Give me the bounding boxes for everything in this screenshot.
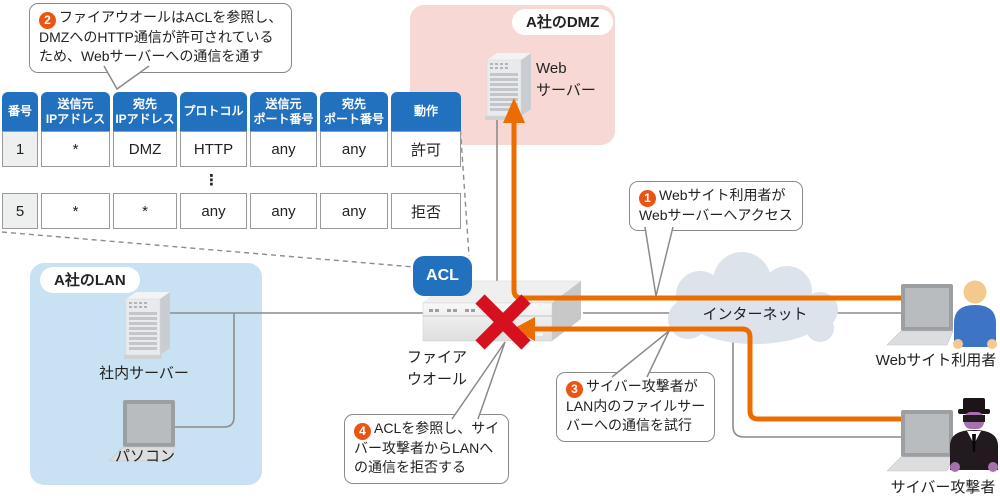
web-user-laptop-icon: [886, 283, 954, 346]
cell-src-port: any: [250, 131, 317, 167]
number-badge-1: 1: [639, 189, 656, 207]
network-line-pc-lan: [163, 313, 235, 428]
pc-label: パソコン: [114, 448, 175, 465]
cell-action: 許可: [391, 131, 461, 167]
header-cell-number: 番号: [2, 92, 38, 131]
header-cell-action: 動作: [391, 92, 461, 131]
dmz-zone-label: A社のDMZ: [512, 9, 614, 35]
cell-src-ip: *: [41, 193, 110, 229]
cell-protocol: any: [180, 193, 247, 229]
cell-dst-ip: DMZ: [113, 131, 177, 167]
header-cell-dst-port: 宛先ポート番号: [320, 92, 388, 131]
cell-dst-port: any: [320, 131, 388, 167]
acl-badge: ACL: [413, 256, 472, 296]
cell-number: 5: [2, 193, 38, 229]
cell-dst-port: any: [320, 193, 388, 229]
internet-label: インターネット: [702, 306, 808, 323]
lan-zone-label: A社のLAN: [40, 267, 140, 293]
header-cell-protocol: プロトコル: [180, 92, 247, 131]
ellipsis: ⋮: [204, 172, 219, 189]
number-badge-3: 3: [566, 380, 583, 398]
internal-server-icon: [123, 291, 171, 360]
cell-protocol: HTTP: [180, 131, 247, 167]
cell-src-ip: *: [41, 131, 110, 167]
cell-src-port: any: [250, 193, 317, 229]
flow-arrow-attack: [534, 326, 901, 422]
cell-number: 1: [2, 131, 38, 167]
dashed-connector-left: [1, 231, 415, 268]
cell-dst-ip: *: [113, 193, 177, 229]
acl-rule-row-5: 5 * * any any any 拒否: [2, 193, 461, 229]
acl-rule-row-1: 1 * DMZ HTTP any any 許可: [2, 131, 461, 167]
internet-cloud-icon: [668, 252, 838, 344]
web-user-label: Webサイト利用者: [875, 352, 997, 369]
network-line-internet-attacker: [732, 330, 901, 438]
header-cell-src-port: 送信元ポート番号: [250, 92, 317, 131]
web-server-icon: [484, 52, 532, 121]
flow-arrowhead-to-webserver: [503, 98, 525, 123]
acl-table-ellipsis-row: ⋮: [2, 167, 461, 193]
internal-server-label: 社内サーバー: [99, 365, 189, 382]
flow-arrowhead-to-firewall: [513, 317, 535, 341]
web-user-person-icon: [953, 280, 997, 349]
firewall-label: ファイアウオール: [407, 349, 468, 388]
attacker-person-icon: [950, 398, 998, 472]
number-badge-2: 2: [39, 11, 56, 29]
cell-action: 拒否: [391, 193, 461, 229]
blocked-x-icon: [475, 294, 531, 350]
number-badge-4: 4: [354, 422, 371, 440]
attacker-label: サイバー攻撃者: [890, 479, 996, 496]
